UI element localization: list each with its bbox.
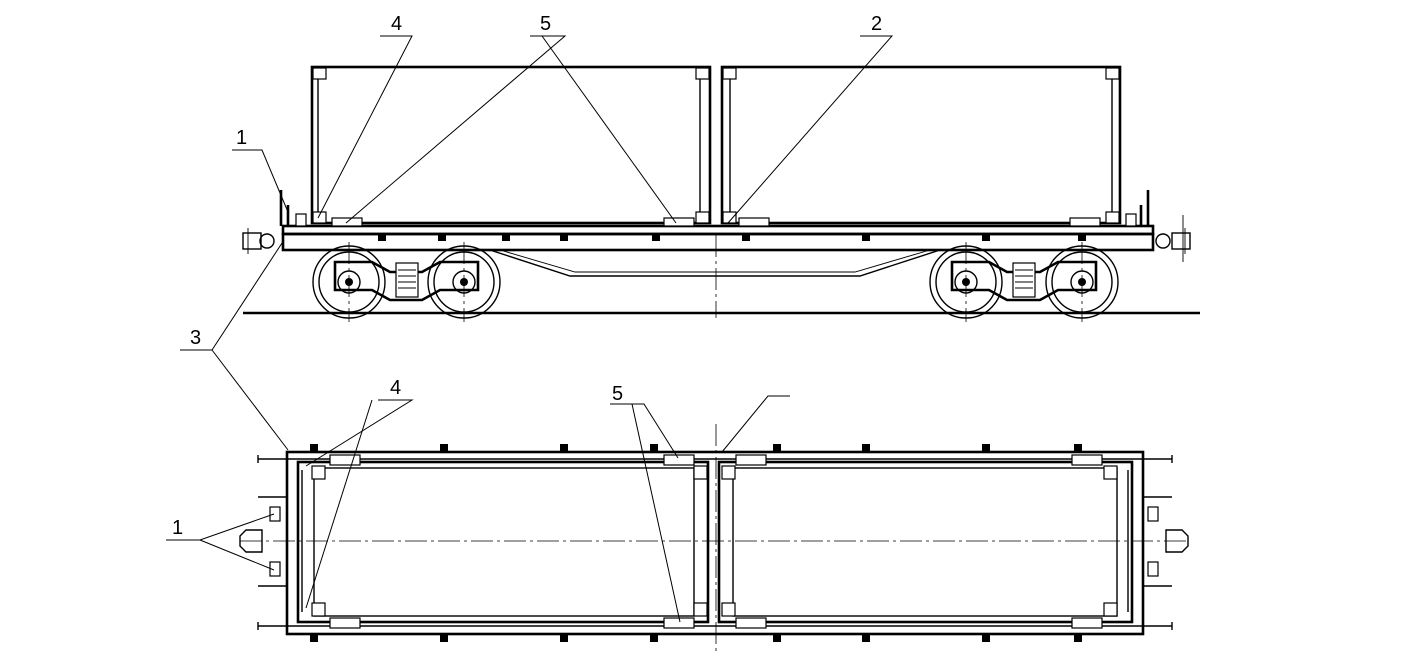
plan-leaders xyxy=(166,395,790,623)
plan-coupler-left xyxy=(239,506,281,577)
plan-view: 1 4 5 xyxy=(166,377,1190,654)
side-callout-2: 2 xyxy=(871,13,882,35)
bogie-right xyxy=(929,242,1119,322)
side-view: 1 4 5 2 3 xyxy=(180,13,1200,451)
container-left xyxy=(310,65,712,225)
side-callout-1: 1 xyxy=(236,127,247,149)
plan-callout-1: 1 xyxy=(172,517,183,539)
plan-callout-5: 5 xyxy=(612,383,623,405)
bogie-left xyxy=(312,242,501,322)
side-callout-4: 4 xyxy=(391,13,402,35)
plan-coupler-right xyxy=(1147,506,1189,577)
plan-callout-4: 4 xyxy=(390,377,401,399)
platform-frame xyxy=(279,190,1155,277)
plan-container-right xyxy=(717,454,1134,629)
plan-frame xyxy=(285,450,1145,636)
side-callout-5: 5 xyxy=(540,13,551,35)
coupler-right xyxy=(1155,215,1191,262)
container-right xyxy=(720,65,1122,225)
plan-container-left xyxy=(296,454,710,629)
side-callout-3: 3 xyxy=(190,327,201,349)
coupler-left xyxy=(242,228,275,254)
side-leaders xyxy=(180,35,894,451)
